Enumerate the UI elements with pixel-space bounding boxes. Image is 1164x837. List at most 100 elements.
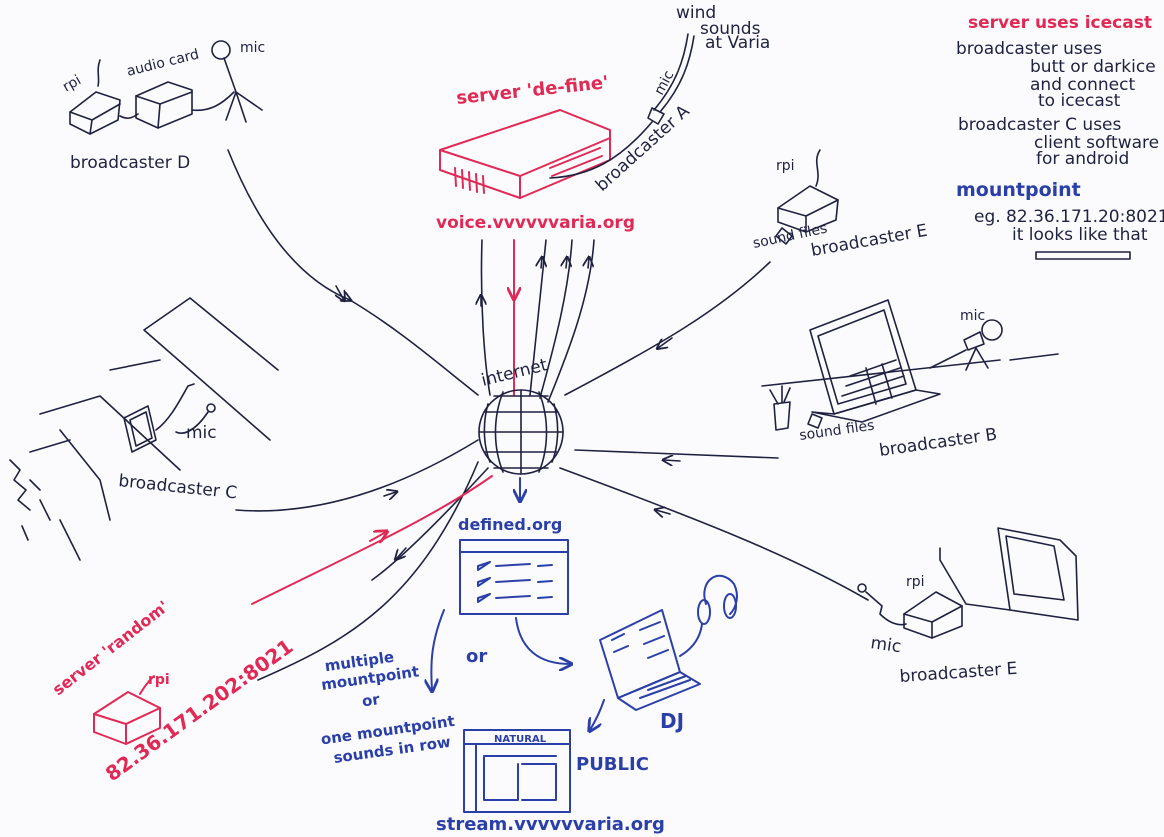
broadcaster-a-cable bbox=[549, 121, 653, 179]
broadcaster-b-label: broadcaster B bbox=[878, 425, 998, 461]
public-block: NATURAL PUBLIC stream.vvvvvvaria.org bbox=[436, 729, 665, 835]
link-server-1 bbox=[480, 239, 491, 396]
broadcaster-e-top-rpi-label: rpi bbox=[776, 158, 795, 174]
link-broadcaster-b bbox=[574, 449, 779, 459]
notes-line5: broadcaster C uses bbox=[958, 115, 1122, 135]
notes-line6: client software bbox=[1034, 133, 1159, 153]
broadcaster-d-label: broadcaster D bbox=[70, 153, 190, 173]
screen-icon bbox=[997, 527, 1079, 621]
broadcaster-e-bottom-rpi-label: rpi bbox=[906, 574, 925, 590]
rpi-icon bbox=[777, 185, 839, 233]
broadcaster-c-label: broadcaster C bbox=[117, 471, 237, 503]
arrow-server-4 bbox=[588, 258, 589, 269]
rpi-icon bbox=[69, 91, 121, 135]
public-domain: stream.vvvvvvaria.org bbox=[436, 814, 665, 835]
wind-line3: at Varia bbox=[705, 33, 770, 53]
notes-server-uses: server uses icecast bbox=[968, 13, 1152, 33]
broadcaster-e-bottom-mic-label: mic bbox=[869, 633, 902, 657]
broadcaster-d-audio-label: audio card bbox=[125, 46, 201, 79]
dj-block: DJ bbox=[590, 574, 738, 733]
arrow-e-bottom bbox=[656, 510, 671, 514]
arrow-b bbox=[664, 460, 681, 461]
mountpoint-options: multiple mountpoint or one mountpoint so… bbox=[320, 648, 456, 767]
link-broadcaster-d bbox=[227, 149, 479, 396]
broadcaster-b: mic sound files broadcaster B bbox=[761, 299, 1059, 461]
dj-laptop-icon bbox=[599, 609, 681, 699]
broadcaster-e-top: rpi sound files broadcaster E bbox=[752, 149, 929, 261]
or-label: or bbox=[466, 646, 487, 667]
arrow-dj-to-public bbox=[590, 699, 605, 730]
broadcaster-c: mic broadcaster C bbox=[9, 297, 279, 561]
arrow-e-top bbox=[658, 337, 673, 348]
notes-mountpoint-title: mountpoint bbox=[956, 179, 1081, 201]
defined-block: defined.org or bbox=[431, 477, 570, 690]
broadcaster-d: rpi audio card mic broadcaster D bbox=[60, 40, 265, 173]
wind-line2: sounds bbox=[700, 19, 761, 39]
connections bbox=[227, 149, 869, 681]
pencil-cup-icon bbox=[769, 385, 791, 431]
broadcaster-c-mic-label: mic bbox=[186, 423, 217, 443]
link-random-out bbox=[371, 467, 489, 581]
arrow-random-in bbox=[369, 532, 386, 541]
mic-icon bbox=[981, 319, 1003, 341]
playlist-window-icon bbox=[459, 539, 569, 615]
mic-icon bbox=[206, 403, 216, 413]
internet-globe-icon: internet bbox=[478, 355, 564, 475]
arrow-d bbox=[336, 285, 344, 300]
notes-line3: and connect bbox=[1030, 75, 1135, 95]
arrow-server-3 bbox=[566, 258, 567, 269]
mic-icon bbox=[857, 583, 867, 593]
usb-icon bbox=[807, 413, 823, 429]
server-define-domain: voice.vvvvvvaria.org bbox=[436, 213, 635, 233]
audio-card-icon bbox=[135, 81, 193, 129]
link-broadcaster-c bbox=[235, 439, 479, 512]
arrow-to-dj bbox=[515, 617, 570, 664]
multiple-line3: or bbox=[361, 690, 382, 710]
notes-mountpoint-example: eg. 82.36.171.20:8021/test bbox=[974, 207, 1164, 227]
public-label: PUBLIC bbox=[576, 754, 649, 775]
rpi-icon bbox=[903, 591, 963, 639]
server-random-ip: 82.36.171.202:8021 bbox=[101, 634, 298, 786]
server-random-rpi-label: rpi bbox=[148, 672, 170, 688]
broadcaster-a-label: broadcaster A bbox=[592, 101, 694, 196]
arrow-c bbox=[383, 492, 396, 496]
broadcaster-e-top-label: broadcaster E bbox=[809, 221, 929, 261]
notes-line1: broadcaster uses bbox=[956, 39, 1102, 59]
wind-line1: wind bbox=[676, 3, 716, 23]
link-broadcaster-e-top bbox=[564, 261, 771, 396]
broadcaster-b-sound-label: sound files bbox=[798, 418, 875, 444]
mic-icon bbox=[211, 40, 231, 60]
notes-line2: butt or darkice bbox=[1030, 57, 1156, 77]
phone-icon bbox=[123, 405, 157, 453]
public-sign: NATURAL bbox=[494, 734, 547, 745]
link-broadcaster-e-bottom bbox=[559, 467, 869, 601]
notes: server uses icecast broadcaster uses but… bbox=[956, 13, 1164, 260]
broadcaster-d-mic-label: mic bbox=[240, 40, 265, 56]
arrow-server-2 bbox=[541, 258, 542, 269]
server-random: server 'random' rpi 82.36.171.202:8021 bbox=[49, 597, 298, 786]
defined-label: defined.org bbox=[458, 515, 562, 534]
public-window-icon bbox=[463, 729, 571, 813]
link-random-back bbox=[257, 461, 479, 681]
usb-icon bbox=[775, 227, 793, 245]
broadcaster-b-mic-label: mic bbox=[960, 308, 985, 324]
broadcaster-e-bottom-label: broadcaster E bbox=[899, 659, 1018, 687]
server-random-icon bbox=[93, 691, 161, 745]
mountpoint-bar bbox=[1035, 251, 1131, 260]
broadcaster-e-bottom: rpi mic broadcaster E bbox=[857, 527, 1079, 687]
server-define: server 'de-fine' voice.vvvvvvaria.org bbox=[436, 72, 635, 233]
dj-label: DJ bbox=[660, 709, 684, 733]
broadcaster-a: wind sounds at Varia mic broadcaster A bbox=[549, 3, 770, 196]
notes-line4: to icecast bbox=[1038, 91, 1121, 111]
notes-mountpoint-caption: it looks like that bbox=[1012, 225, 1148, 245]
arrow-random-out bbox=[396, 547, 407, 559]
stairs-sketch bbox=[29, 297, 279, 521]
link-server-4 bbox=[547, 239, 595, 403]
broadcaster-d-rpi-label: rpi bbox=[60, 72, 84, 95]
server-define-title: server 'de-fine' bbox=[455, 72, 609, 109]
notes-line7: for android bbox=[1036, 149, 1129, 169]
wind-mic-icon bbox=[653, 33, 695, 113]
arrow-to-public-left bbox=[431, 609, 445, 690]
headphones-icon bbox=[703, 574, 738, 615]
